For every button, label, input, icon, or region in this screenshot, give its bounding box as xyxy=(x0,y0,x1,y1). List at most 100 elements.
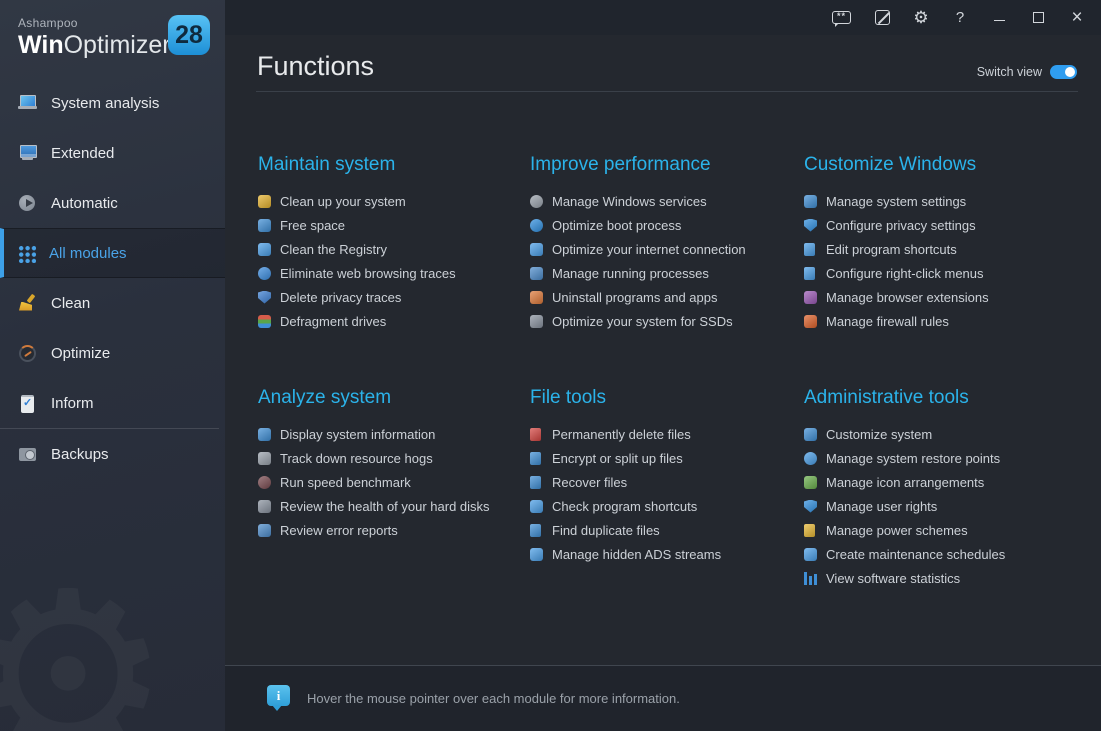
sidebar-item-label: Clean xyxy=(51,294,91,312)
module-item-uninstall-programs-and-apps[interactable]: Uninstall programs and apps xyxy=(530,285,804,309)
module-item-manage-user-rights[interactable]: Manage user rights xyxy=(804,494,1101,518)
sidebar-item-backups[interactable]: Backups xyxy=(0,429,225,479)
switch-view-control: Switch view xyxy=(977,65,1077,79)
module-item-manage-browser-extensions[interactable]: Manage browser extensions xyxy=(804,285,1101,309)
module-item-configure-right-click-menus[interactable]: Configure right-click menus xyxy=(804,261,1101,285)
module-item-label: Find duplicate files xyxy=(552,522,660,538)
sidebar-item-label: System analysis xyxy=(51,94,160,112)
product-name-light: Optimizer xyxy=(63,31,171,59)
defragment-blocks-icon xyxy=(258,314,271,328)
broken-link-icon xyxy=(530,499,543,513)
module-item-view-software-statistics[interactable]: View software statistics xyxy=(804,566,1101,590)
feedback-bubble-icon[interactable]: ** xyxy=(832,9,851,27)
system-info-laptop-icon xyxy=(258,427,271,441)
sidebar-item-automatic[interactable]: Automatic xyxy=(0,178,225,228)
module-item-label: Create maintenance schedules xyxy=(826,546,1006,562)
shortcut-file-icon xyxy=(804,242,815,256)
module-item-clean-up-your-system[interactable]: Clean up your system xyxy=(258,189,530,213)
gear-watermark-icon: ⚙ xyxy=(0,561,171,731)
module-item-manage-system-settings[interactable]: Manage system settings xyxy=(804,189,1101,213)
sidebar-divider xyxy=(0,428,219,429)
recover-bin-icon xyxy=(530,475,541,489)
module-item-encrypt-or-split-up-files[interactable]: Encrypt or split up files xyxy=(530,446,804,470)
module-item-label: Eliminate web browsing traces xyxy=(280,265,456,281)
module-item-label: Defragment drives xyxy=(280,313,387,329)
module-item-display-system-information[interactable]: Display system information xyxy=(258,422,530,446)
module-item-edit-program-shortcuts[interactable]: Edit program shortcuts xyxy=(804,237,1101,261)
module-item-label: Edit program shortcuts xyxy=(826,241,957,257)
module-item-optimize-boot-process[interactable]: Optimize boot process xyxy=(530,213,804,237)
module-item-find-duplicate-files[interactable]: Find duplicate files xyxy=(530,518,804,542)
drive-space-icon xyxy=(258,218,271,232)
module-item-label: Manage system restore points xyxy=(826,450,1001,466)
module-item-manage-running-processes[interactable]: Manage running processes xyxy=(530,261,804,285)
sidebar-item-system-analysis[interactable]: System analysis xyxy=(0,78,225,128)
module-item-manage-power-schemes[interactable]: Manage power schemes xyxy=(804,518,1101,542)
sidebar-item-label: All modules xyxy=(49,244,127,262)
module-item-eliminate-web-browsing-traces[interactable]: Eliminate web browsing traces xyxy=(258,261,530,285)
minimize-icon[interactable] xyxy=(991,9,1007,27)
maximize-icon[interactable] xyxy=(1030,9,1046,27)
sidebar-item-all-modules[interactable]: All modules xyxy=(0,228,225,278)
note-edit-icon[interactable] xyxy=(874,9,890,27)
module-item-label: Track down resource hogs xyxy=(280,450,433,466)
module-item-label: Review the health of your hard disks xyxy=(280,498,490,514)
close-icon[interactable]: × xyxy=(1071,6,1083,28)
module-item-label: Manage icon arrangements xyxy=(826,474,985,490)
module-item-track-down-resource-hogs[interactable]: Track down resource hogs xyxy=(258,446,530,470)
help-icon[interactable]: ? xyxy=(955,9,965,26)
firewall-flame-icon xyxy=(804,314,817,328)
module-item-run-speed-benchmark[interactable]: Run speed benchmark xyxy=(258,470,530,494)
module-item-free-space[interactable]: Free space xyxy=(258,213,530,237)
module-item-label: Customize system xyxy=(826,426,933,442)
settings-gear-icon[interactable]: ⚙ xyxy=(913,7,929,27)
module-item-manage-hidden-ads-streams[interactable]: Manage hidden ADS streams xyxy=(530,542,804,566)
module-item-manage-windows-services[interactable]: Manage Windows services xyxy=(530,189,804,213)
broom-icon xyxy=(258,194,271,208)
module-item-label: Manage firewall rules xyxy=(826,313,949,329)
module-item-manage-firewall-rules[interactable]: Manage firewall rules xyxy=(804,309,1101,333)
module-item-delete-privacy-traces[interactable]: Delete privacy traces xyxy=(258,285,530,309)
sidebar-item-extended[interactable]: Extended xyxy=(0,128,225,178)
module-item-optimize-your-system-for-ssds[interactable]: Optimize your system for SSDs xyxy=(530,309,804,333)
module-item-label: Optimize boot process xyxy=(552,217,682,233)
module-item-permanently-delete-files[interactable]: Permanently delete files xyxy=(530,422,804,446)
module-item-customize-system[interactable]: Customize system xyxy=(804,422,1101,446)
switch-view-toggle[interactable] xyxy=(1050,65,1077,79)
section-title: File tools xyxy=(530,387,607,408)
browser-extension-puzzle-icon xyxy=(804,290,817,304)
feedback-bubble-glyph: ** xyxy=(832,11,851,27)
module-item-review-error-reports[interactable]: Review error reports xyxy=(258,518,530,542)
module-item-review-the-health-of-your-hard-disks[interactable]: Review the health of your hard disks xyxy=(258,494,530,518)
privacy-settings-shield-icon xyxy=(804,218,817,232)
restore-points-arrows-icon xyxy=(804,451,817,465)
sidebar-item-inform[interactable]: Inform xyxy=(0,378,225,428)
module-item-label: Optimize your internet connection xyxy=(552,241,746,257)
product-name-bold: Win xyxy=(18,31,64,59)
customize-laptop-icon xyxy=(804,427,817,441)
sidebar: ⚙ Ashampoo WinOptimizer 28 System analys… xyxy=(0,0,225,731)
module-item-label: Configure privacy settings xyxy=(826,217,976,233)
module-item-label: Permanently delete files xyxy=(552,426,691,442)
module-item-clean-the-registry[interactable]: Clean the Registry xyxy=(258,237,530,261)
power-battery-icon xyxy=(804,523,815,537)
sidebar-item-clean[interactable]: Clean xyxy=(0,278,225,328)
module-item-create-maintenance-schedules[interactable]: Create maintenance schedules xyxy=(804,542,1101,566)
module-item-recover-files[interactable]: Recover files xyxy=(530,470,804,494)
module-item-optimize-your-internet-connection[interactable]: Optimize your internet connection xyxy=(530,237,804,261)
module-item-check-program-shortcuts[interactable]: Check program shortcuts xyxy=(530,494,804,518)
module-item-manage-icon-arrangements[interactable]: Manage icon arrangements xyxy=(804,470,1101,494)
icon-arrangement-dots-icon xyxy=(804,475,817,489)
title-divider xyxy=(256,91,1078,92)
page-title: Functions xyxy=(257,51,375,81)
resource-monitor-icon xyxy=(258,451,271,465)
sidebar-item-optimize[interactable]: Optimize xyxy=(0,328,225,378)
module-item-configure-privacy-settings[interactable]: Configure privacy settings xyxy=(804,213,1101,237)
disk-health-icon xyxy=(258,499,271,513)
ads-folder-icon xyxy=(530,547,543,561)
module-item-defragment-drives[interactable]: Defragment drives xyxy=(258,309,530,333)
software-stats-bars-icon xyxy=(804,571,817,585)
module-item-label: Display system information xyxy=(280,426,436,442)
module-item-manage-system-restore-points[interactable]: Manage system restore points xyxy=(804,446,1101,470)
